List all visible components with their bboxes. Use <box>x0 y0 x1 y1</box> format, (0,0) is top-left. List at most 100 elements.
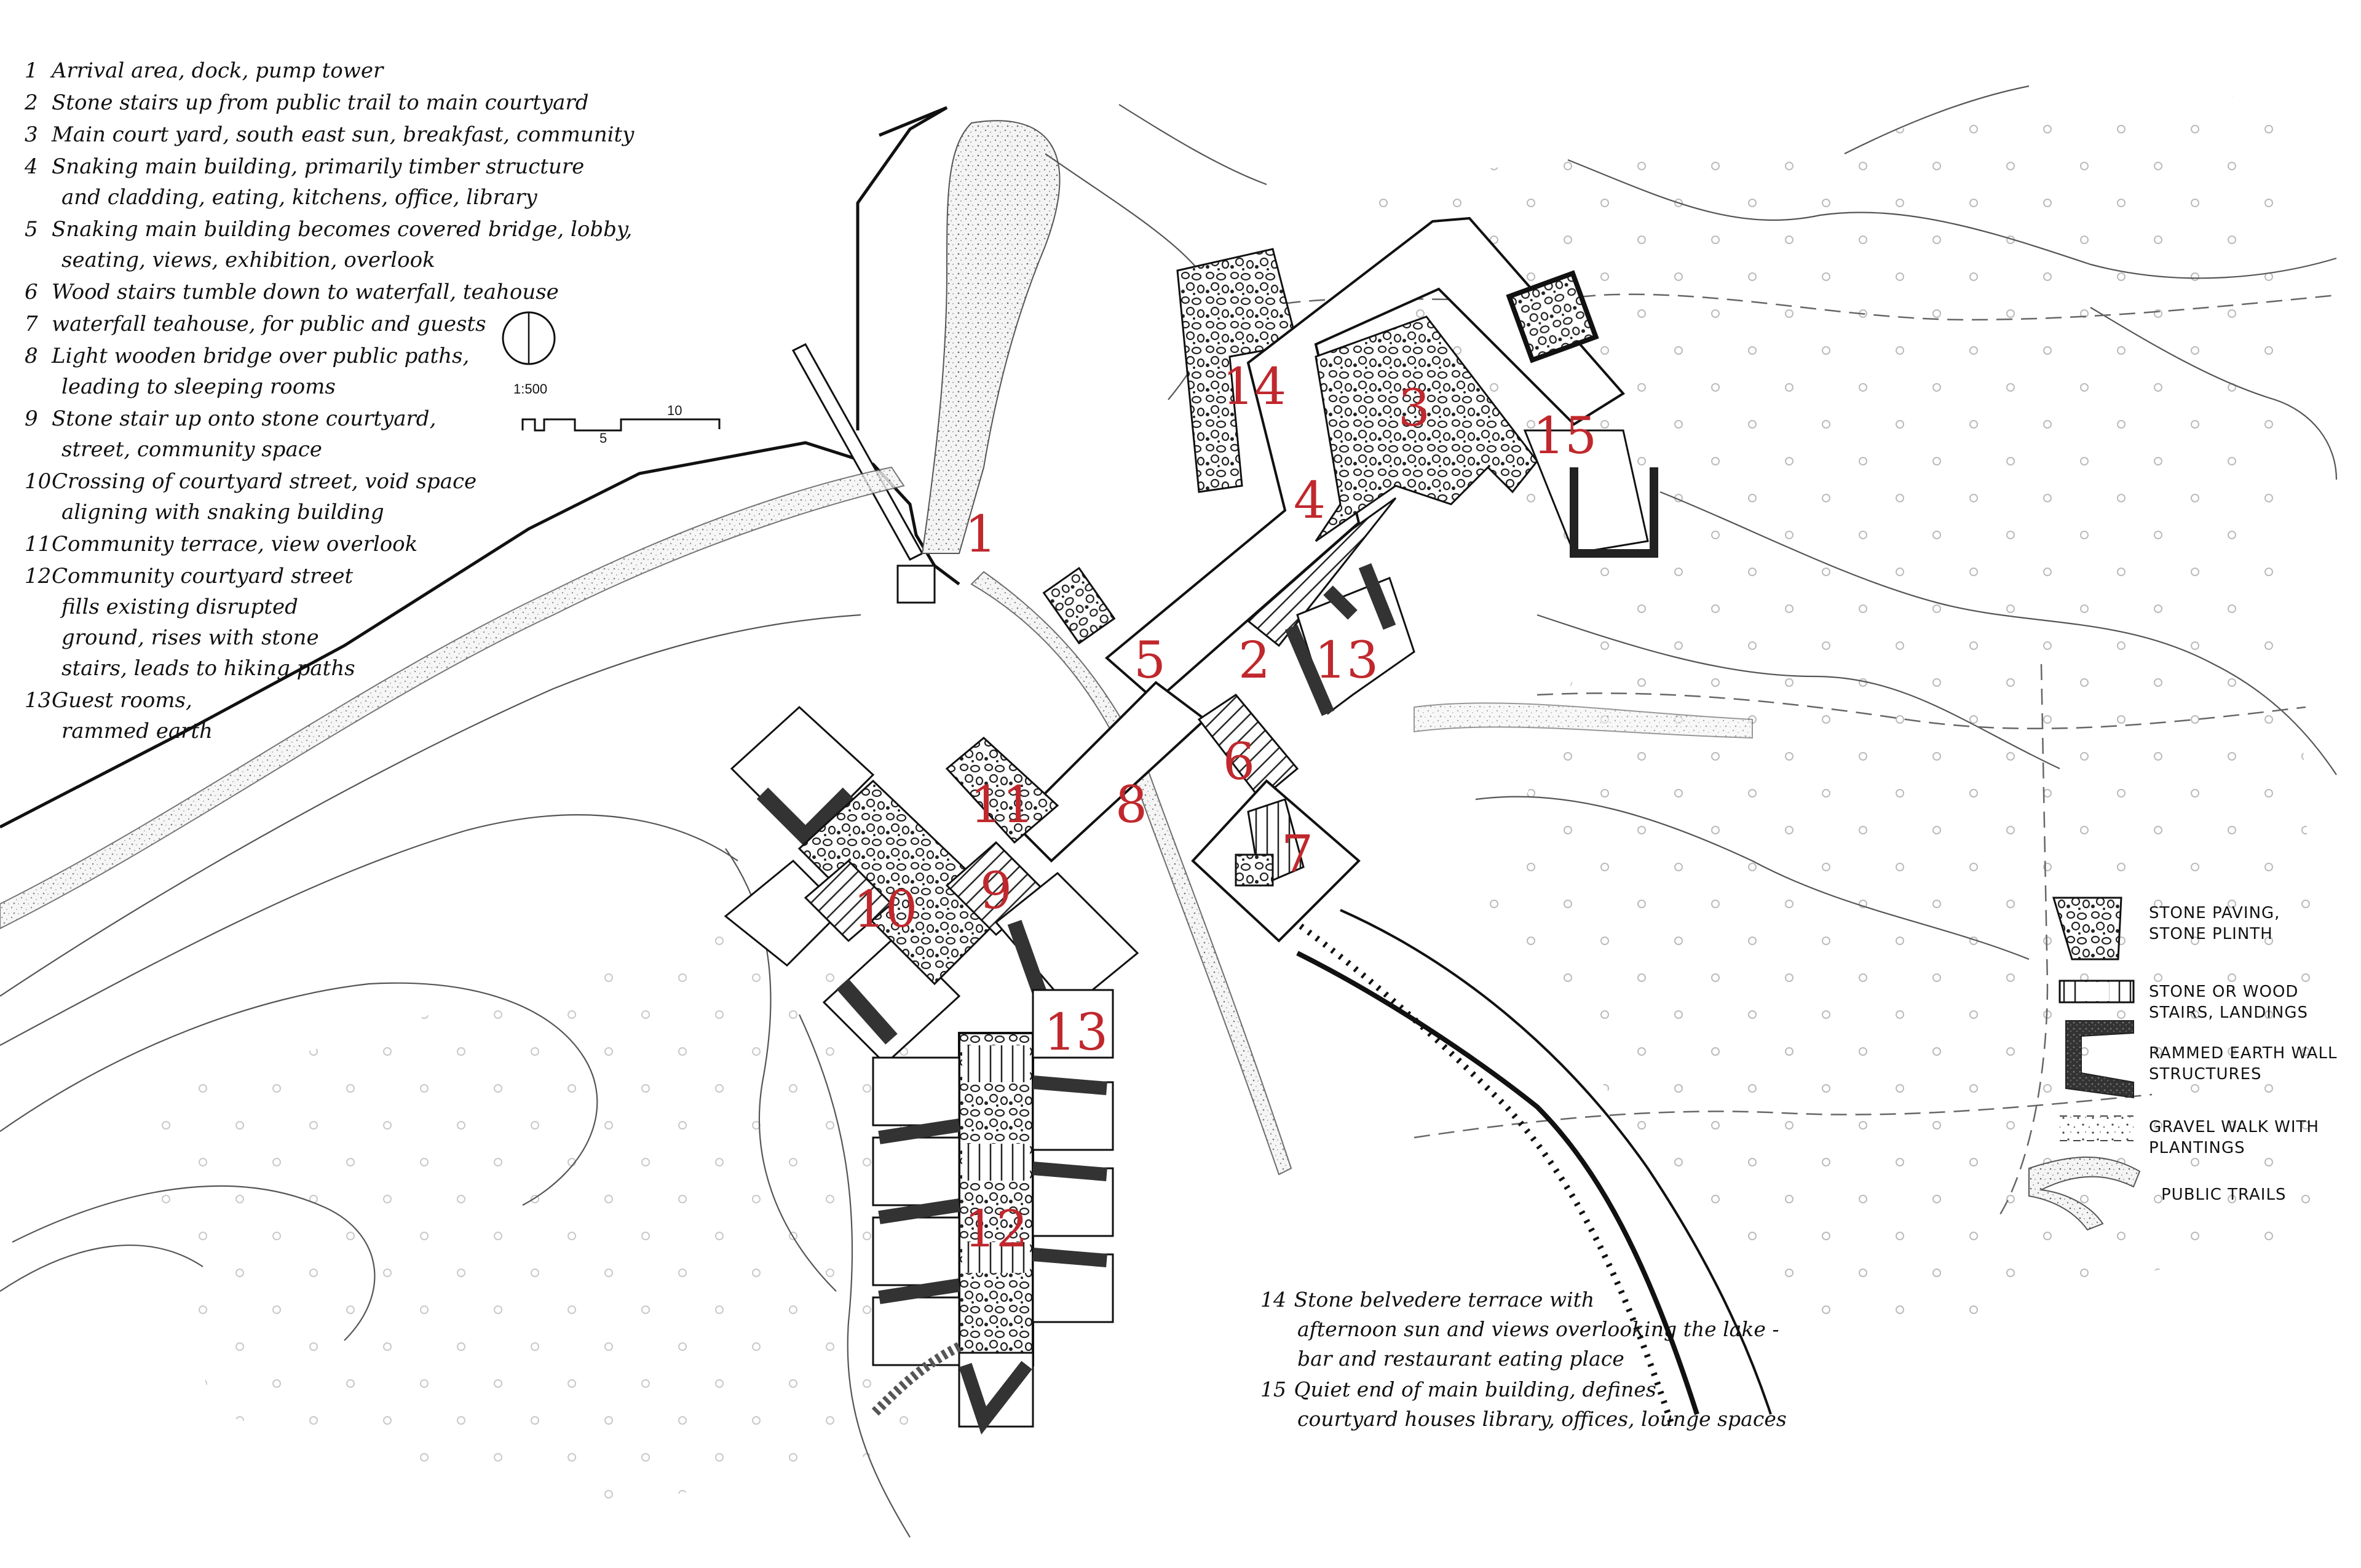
note-number: 14 <box>1260 1288 1286 1312</box>
plan-label-4: 4 <box>1293 472 1326 530</box>
plan-label-13-upper: 13 <box>1314 632 1379 690</box>
stairs-12b <box>962 1144 1030 1181</box>
note-text: Stone stairs up from public trail to mai… <box>52 90 589 115</box>
scale-bar <box>521 418 721 432</box>
note-text: Stone belvedere terrace with <box>1294 1288 1595 1312</box>
note-text: Light wooden bridge over public paths, <box>52 344 470 368</box>
rammed-earth-east-column <box>1032 1075 1107 1267</box>
north-arrow-icon <box>502 311 556 365</box>
note-text: waterfall teahouse, for public and guest… <box>52 312 486 336</box>
note-text-cont: seating, views, exhibition, overlook <box>61 248 435 272</box>
plan-label-3: 3 <box>1398 379 1431 438</box>
public-trails <box>0 120 1753 1176</box>
plan-label-15: 15 <box>1532 407 1597 465</box>
guest-rooms-west-column <box>872 1056 960 1366</box>
plan-label-7: 7 <box>1281 825 1314 884</box>
note-text: Arrival area, dock, pump tower <box>52 58 384 83</box>
rammed-earth-walls-13-upper <box>1284 563 1396 716</box>
rammed-earth-sw <box>836 978 898 1045</box>
note-1: 1 Arrival area, dock, pump tower <box>25 55 652 86</box>
note-13: 13Guest rooms,rammed earth <box>25 685 271 746</box>
note-number: 1 <box>25 58 38 83</box>
rammed-earth-swatch-icon <box>2065 1020 2134 1099</box>
note-number: 4 <box>25 154 38 179</box>
courtyard-street-12 <box>958 1032 1034 1366</box>
note-number: 10 <box>25 469 52 494</box>
note-4: 4 Snaking main building, primarily timber… <box>25 151 652 213</box>
stone-plinth-east <box>1506 270 1599 363</box>
note-text-cont: afternoon sun and views overlooking the … <box>1297 1317 1779 1371</box>
note-text-cont: street, community space <box>61 437 322 462</box>
public-trail-swatch-icon <box>2028 1156 2141 1231</box>
guest-block-e <box>994 871 1139 1010</box>
stairs-10 <box>804 859 893 943</box>
legend-swatches <box>2028 897 2141 1231</box>
scale-ratio: 1:500 <box>513 381 548 397</box>
legend-label: Stone paving, stone plinth <box>2149 904 2280 943</box>
dock <box>791 343 936 604</box>
rammed-earth-south <box>959 1361 1032 1435</box>
dashed-hiking-paths <box>1260 293 2337 1218</box>
stone-plinth-5 <box>1042 566 1116 645</box>
note-10: 10Crossing of courtyard street, void spa… <box>25 466 652 528</box>
note-text: Snaking main building, primarily timber … <box>52 154 585 179</box>
teahouse-group <box>1191 694 1361 943</box>
main-courtyard-3 <box>1315 315 1538 542</box>
wooden-bridge-8 <box>1013 681 1208 863</box>
stairs-12c <box>962 1242 1030 1273</box>
note-11: 11Community terrace, view overlook <box>25 529 652 560</box>
rammed-earth-wall-15 <box>1570 467 1658 558</box>
note-text: Snaking main building becomes covered br… <box>52 217 633 242</box>
stream-channel <box>1259 895 1772 1428</box>
plan-label-10: 10 <box>853 881 918 939</box>
sleeping-rooms-complex <box>724 705 1139 1435</box>
plan-label-1: 1 <box>964 505 997 564</box>
plan-label-11: 11 <box>970 776 1035 834</box>
wood-stairs-6 <box>1197 694 1299 801</box>
note-number: 8 <box>25 344 38 368</box>
stone-paving-swatch-icon <box>2052 897 2122 960</box>
stairs-swatch-landing <box>2081 982 2109 1001</box>
main-building <box>1042 216 1658 716</box>
legend-label: Public trails <box>2161 1186 2287 1204</box>
rammed-earth-west-column <box>878 1119 960 1304</box>
shoreline <box>0 106 960 829</box>
teahouse-plinth <box>1235 853 1274 887</box>
quiet-end-15 <box>1523 429 1649 555</box>
note-text: Crossing of courtyard street, void space <box>52 469 477 494</box>
note-number: 3 <box>25 122 38 147</box>
plan-label-2: 2 <box>1238 632 1271 690</box>
note-number: 13 <box>25 688 52 713</box>
note-number: 6 <box>25 280 38 304</box>
legend-label: Gravel walk with plantings <box>2149 1118 2319 1157</box>
gravel-walk-south <box>869 1342 962 1418</box>
plan-label-9: 9 <box>979 862 1013 921</box>
note-text: Community courtyard street <box>52 564 354 588</box>
note-text-cont: courtyard houses library, offices, loung… <box>1297 1407 1787 1431</box>
note-text: Community terrace, view overlook <box>52 532 418 556</box>
note-number: 2 <box>25 90 38 115</box>
note-6: 6 Wood stairs tumble down to waterfall, t… <box>25 277 652 307</box>
note-2: 2 Stone stairs up from public trail to ma… <box>25 87 652 118</box>
note-text: Wood stairs tumble down to waterfall, te… <box>52 280 559 304</box>
legend-label: Stone or wood stairs, landings <box>2149 983 2309 1022</box>
note-text-cont: rammed earth <box>61 719 213 743</box>
legend-item-gravel-walk: Gravel walk with plantings <box>2047 1112 2355 1186</box>
plan-label-13-lower: 13 <box>1043 1004 1109 1062</box>
stone-stairs-2 <box>1246 497 1397 647</box>
note-text: Quiet end of main building, defines <box>1294 1377 1656 1401</box>
stairs-12a <box>962 1045 1030 1082</box>
note-number: 5 <box>25 217 38 242</box>
note-5: 5 Snaking main building becomes covered b… <box>25 214 652 275</box>
note-text-cont: fills existing disrupted ground, rises w… <box>61 595 355 681</box>
legend-item-public-trails: Public trails <box>2047 1179 2355 1253</box>
plan-label-8: 8 <box>1115 776 1148 834</box>
scale-tick-10: 10 <box>667 403 682 418</box>
plan-label-12: 12 <box>963 1200 1029 1259</box>
